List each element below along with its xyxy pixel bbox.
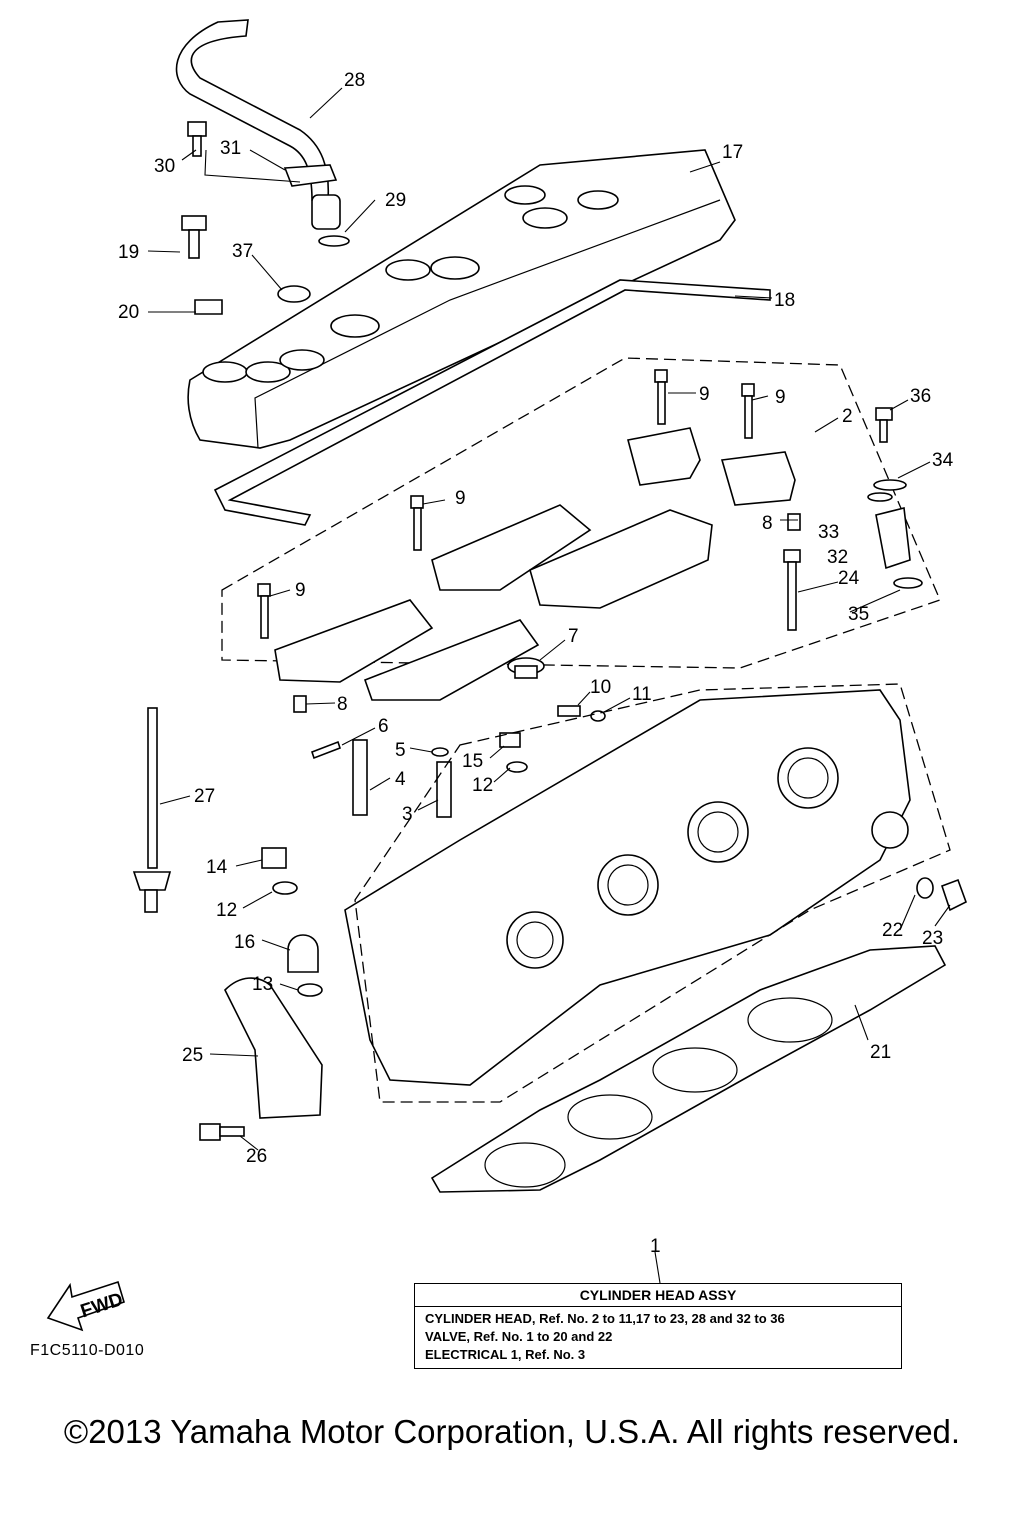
camshaft-caps bbox=[257, 369, 796, 701]
fwd-arrow-icon: FWD bbox=[46, 1280, 126, 1332]
callout-number: 31 bbox=[220, 138, 241, 159]
head-cover bbox=[187, 149, 736, 449]
callout-number: 35 bbox=[848, 604, 869, 625]
callout-number: 28 bbox=[344, 70, 365, 91]
assembly-line: VALVE, Ref. No. 1 to 20 and 22 bbox=[425, 1329, 613, 1344]
callout-number: 36 bbox=[910, 386, 931, 407]
bolt-30 bbox=[187, 121, 207, 157]
callout-numbers: 1 2 3 4 5 6 7 8 8 9 9 9 9 10 11 12 12 13… bbox=[118, 70, 954, 1257]
callout-number: 8 bbox=[337, 694, 348, 715]
callout-number: 20 bbox=[118, 302, 139, 323]
copyright-notice: ©2013 Yamaha Motor Corporation, U.S.A. A… bbox=[63, 1413, 961, 1450]
callout-number: 3 bbox=[402, 804, 413, 825]
plug-37 bbox=[277, 285, 311, 303]
callout-number: 23 bbox=[922, 928, 943, 949]
assembly-title: CYLINDER HEAD ASSY bbox=[415, 1284, 901, 1307]
dipstick-27 bbox=[132, 707, 172, 913]
callout-number: 22 bbox=[882, 920, 903, 941]
callout-number: 9 bbox=[455, 488, 466, 509]
drawing-code: F1C5110-D010 bbox=[30, 1342, 145, 1359]
callout-number: 8 bbox=[762, 513, 773, 534]
plug-23 bbox=[940, 878, 967, 912]
callout-number: 4 bbox=[395, 769, 406, 790]
callout-number: 19 bbox=[118, 242, 139, 263]
exploded-parts-diagram: FWD 1 2 3 4 5 6 7 8 8 9 9 9 9 10 11 12 1… bbox=[46, 19, 967, 1332]
head-gasket bbox=[430, 945, 947, 1193]
leader-lines bbox=[147, 87, 951, 1284]
callout-number: 26 bbox=[246, 1146, 267, 1167]
assembly-line: ELECTRICAL 1, Ref. No. 3 bbox=[425, 1347, 586, 1362]
callout-number: 29 bbox=[385, 190, 406, 211]
callout-number: 1 bbox=[650, 1236, 661, 1257]
callout-number: 9 bbox=[775, 387, 786, 408]
callout-number: 10 bbox=[590, 677, 611, 698]
dowel-8-lower bbox=[293, 695, 307, 713]
callout-number: 14 bbox=[206, 857, 228, 878]
washer-22 bbox=[916, 877, 934, 899]
callout-number: 12 bbox=[472, 775, 493, 796]
callout-number: 15 bbox=[462, 751, 483, 772]
callout-number: 32 bbox=[827, 547, 848, 568]
camcap-group-outline bbox=[221, 357, 941, 669]
callout-number: 33 bbox=[818, 522, 839, 543]
o-ring-29 bbox=[318, 235, 350, 247]
callout-number: 21 bbox=[870, 1042, 891, 1063]
callout-number: 24 bbox=[838, 568, 860, 589]
callout-number: 16 bbox=[234, 932, 255, 953]
small-parts bbox=[261, 657, 606, 997]
callout-number: 7 bbox=[568, 626, 579, 647]
callout-number: 30 bbox=[154, 156, 175, 177]
grommet-20 bbox=[194, 299, 223, 315]
callout-number: 6 bbox=[378, 716, 389, 737]
callout-number: 27 bbox=[194, 786, 215, 807]
callout-number: 5 bbox=[395, 740, 406, 761]
assembly-line: CYLINDER HEAD, Ref. No. 2 to 11,17 to 23… bbox=[425, 1311, 785, 1326]
callout-number: 13 bbox=[252, 974, 273, 995]
dowel-8-upper bbox=[787, 513, 801, 531]
callout-number: 34 bbox=[932, 450, 954, 471]
cover-gasket bbox=[213, 279, 771, 526]
bolt-26 bbox=[199, 1123, 245, 1141]
callout-number: 9 bbox=[699, 384, 710, 405]
callout-number: 11 bbox=[632, 684, 652, 705]
bracket-25 bbox=[224, 977, 323, 1119]
breather-hose bbox=[175, 19, 341, 230]
assembly-legend-box: CYLINDER HEAD ASSY CYLINDER HEAD, Ref. N… bbox=[414, 1283, 902, 1369]
bolt-19 bbox=[181, 215, 207, 259]
callout-number: 37 bbox=[232, 241, 253, 262]
cylinder-head bbox=[344, 683, 951, 1103]
callout-number: 17 bbox=[722, 142, 743, 163]
right-side-parts bbox=[783, 407, 923, 631]
callout-number: 25 bbox=[182, 1045, 203, 1066]
callout-number: 9 bbox=[295, 580, 306, 601]
callout-number: 12 bbox=[216, 900, 237, 921]
callout-number: 2 bbox=[842, 406, 853, 427]
callout-number: 18 bbox=[774, 290, 795, 311]
